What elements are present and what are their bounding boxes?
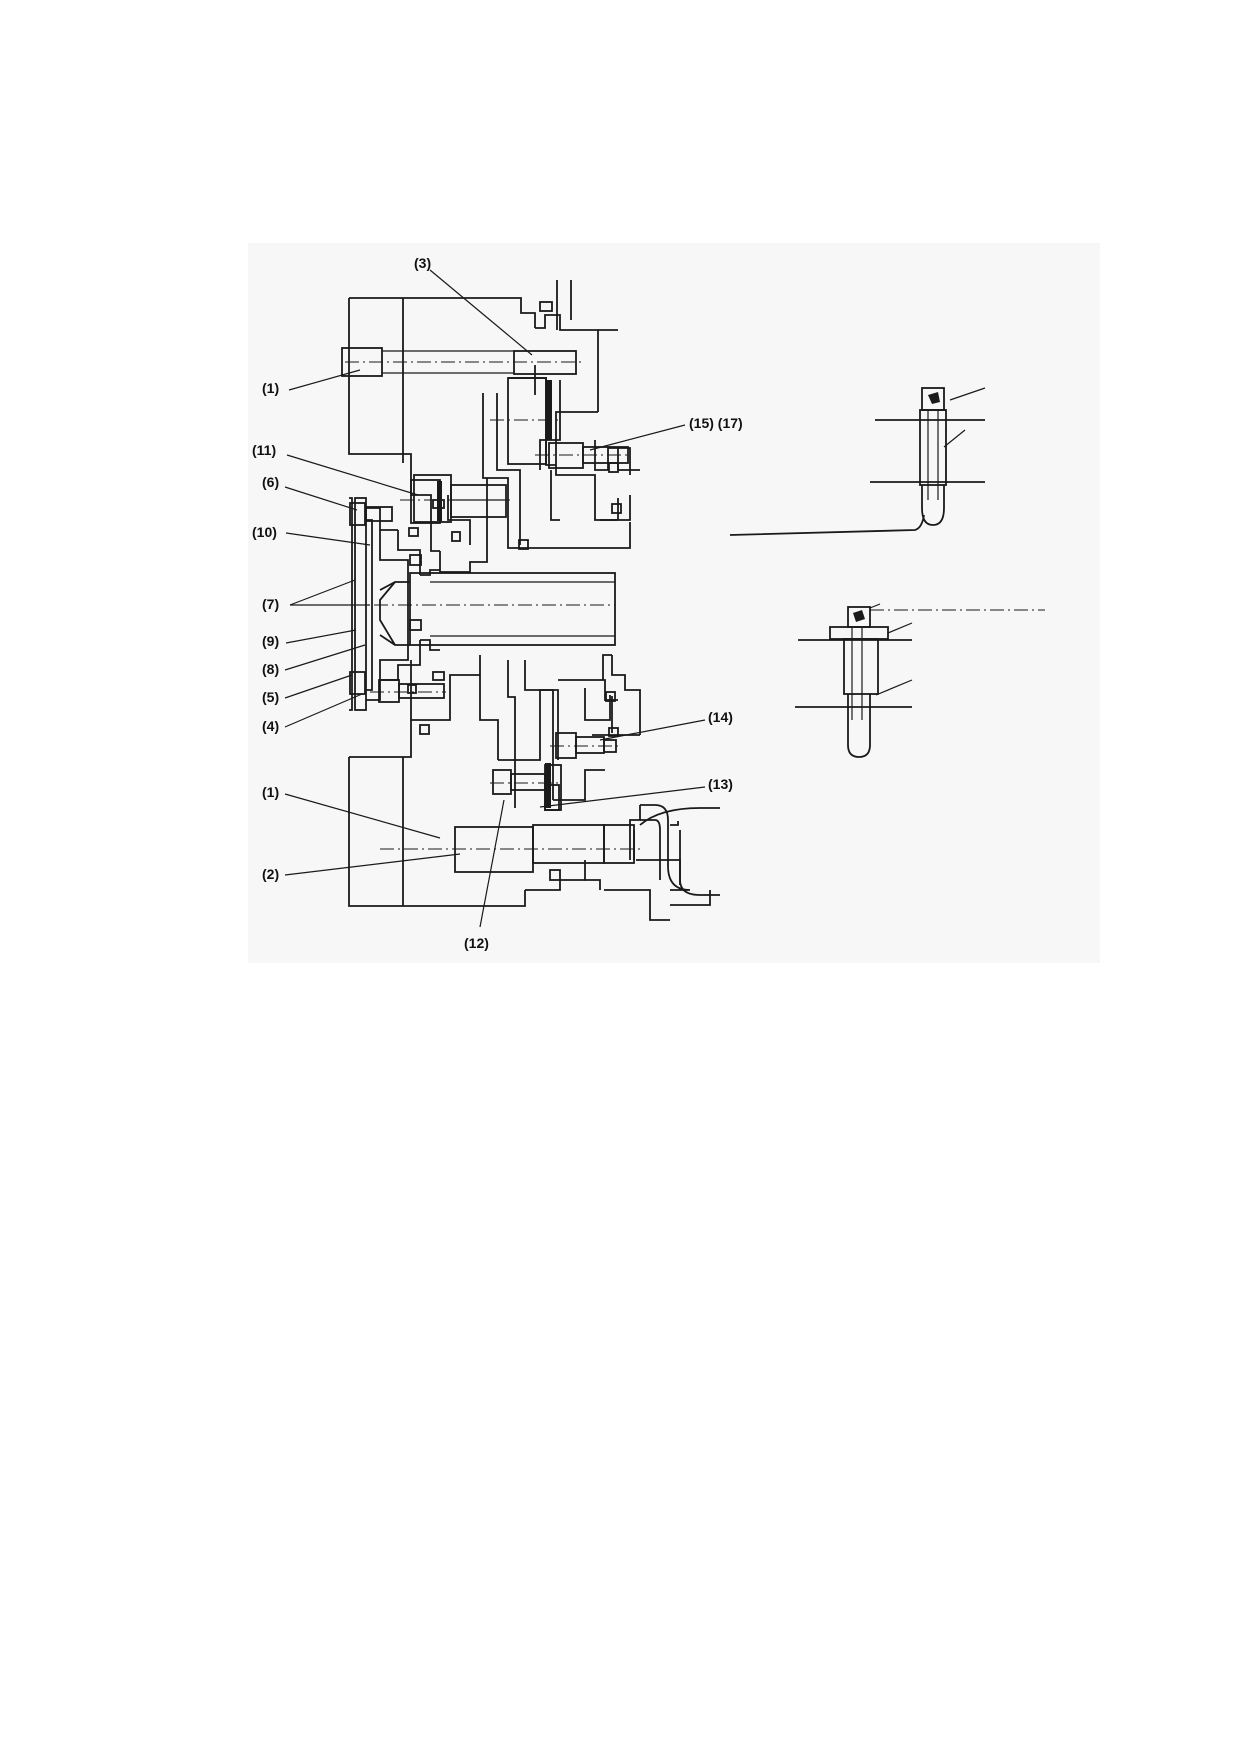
callout-14: (14) xyxy=(708,709,733,725)
inset-ejector-pin-bottom xyxy=(795,603,1045,758)
inset-ejector-pin-top xyxy=(729,387,986,536)
center-axis-lines xyxy=(345,361,640,850)
callout-labels: (1) (3) (15) (17) (11) (6) (10) (7) (9) … xyxy=(252,255,743,951)
callout-12: (12) xyxy=(464,935,489,951)
callout-4: (4) xyxy=(262,718,279,734)
callout-1-top: (1) xyxy=(262,380,279,396)
callout-13: (13) xyxy=(708,776,733,792)
callout-1-bottom: (1) xyxy=(262,784,279,800)
callout-11: (11) xyxy=(252,442,276,458)
leader-lines xyxy=(284,269,706,928)
main-cross-section xyxy=(341,280,720,921)
callout-15-17: (15) (17) xyxy=(689,415,743,431)
callout-5: (5) xyxy=(262,689,279,705)
callout-6: (6) xyxy=(262,474,279,490)
callout-3: (3) xyxy=(414,255,431,271)
callout-2: (2) xyxy=(262,866,279,882)
callout-10: (10) xyxy=(252,524,277,540)
drawing-background-panel xyxy=(248,243,1100,963)
callout-9: (9) xyxy=(262,633,279,649)
callout-7: (7) xyxy=(262,596,279,612)
callout-8: (8) xyxy=(262,661,279,677)
